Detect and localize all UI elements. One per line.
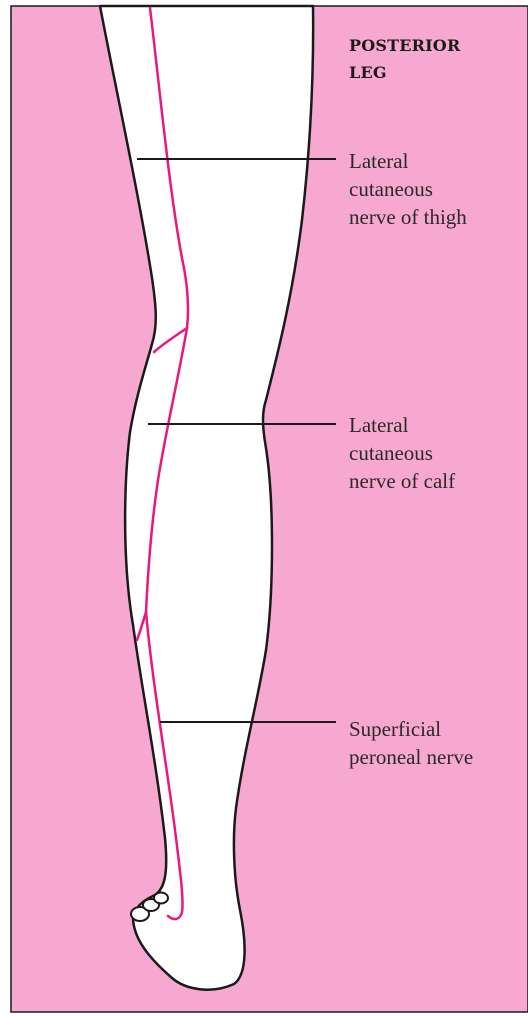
label-calf-line-3: nerve of calf <box>349 468 455 494</box>
label-calf-line-1: Lateral <box>349 412 408 438</box>
figure-title-line-2: LEG <box>349 63 387 83</box>
label-thigh-line-3: nerve of thigh <box>349 204 467 230</box>
label-thigh-line-1: Lateral <box>349 148 408 174</box>
label-thigh-line-2: cutaneous <box>349 176 433 202</box>
label-peroneal-line-1: Superficial <box>349 716 441 742</box>
label-peroneal-line-2: peroneal nerve <box>349 744 473 770</box>
figure-title-line-1: POSTERIOR <box>349 36 460 56</box>
label-calf-line-2: cutaneous <box>349 440 433 466</box>
